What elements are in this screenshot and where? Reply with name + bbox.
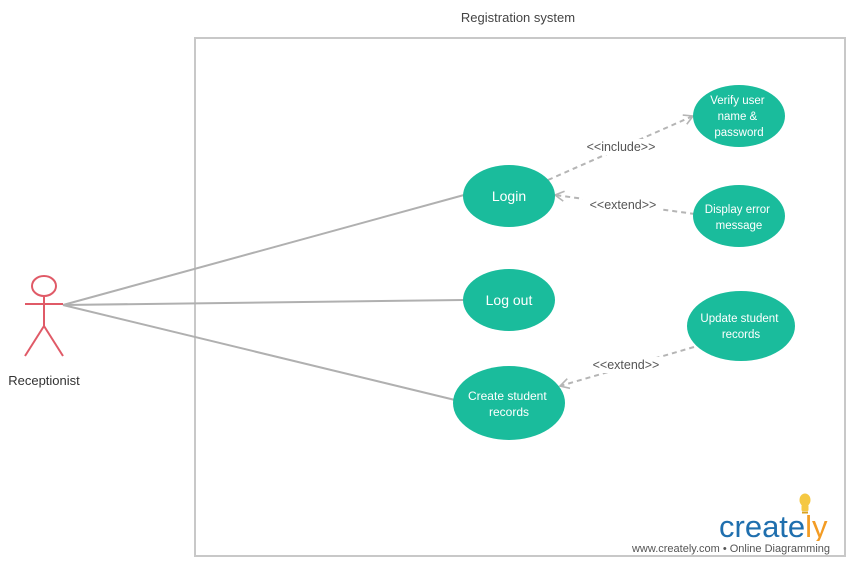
use-case-update-student-records[interactable]: Update student records <box>687 291 795 361</box>
update-records-line-1: Update student <box>700 313 779 325</box>
display-error-line-2: message <box>716 220 763 232</box>
association-login <box>62 194 465 306</box>
actor-receptionist <box>24 275 64 357</box>
use-case-create-student-records[interactable]: Create student records <box>453 366 565 440</box>
use-case-login[interactable]: Login <box>463 165 555 227</box>
extend-error-line <box>553 190 696 215</box>
use-case-logout[interactable]: Log out <box>463 269 555 331</box>
use-case-verify-user[interactable]: Verify user name & password <box>693 85 785 147</box>
actor-right-leg <box>43 325 64 357</box>
create-records-line-1: Create student <box>468 389 547 403</box>
system-boundary <box>194 37 846 557</box>
actor-label: Receptionist <box>8 373 80 388</box>
actor-left-leg <box>24 325 45 357</box>
verify-line-1: Verify user <box>710 95 764 107</box>
lightbulb-icon <box>799 493 811 514</box>
svg-text:Create student records: Create student records <box>468 389 550 419</box>
extend-update-label-bg <box>586 357 666 373</box>
verify-line-3: password <box>714 127 763 139</box>
actor-head <box>31 275 57 297</box>
association-logout <box>62 299 464 306</box>
update-records-line-2: records <box>722 329 761 341</box>
include-label-bg <box>580 139 662 155</box>
extend-error-label-bg <box>583 197 663 213</box>
extend-update-label: <<extend>> <box>593 358 660 372</box>
use-case-login-label: Login <box>492 188 526 204</box>
creately-logo: creately <box>719 493 828 544</box>
use-case-display-error[interactable]: Display error message <box>693 185 785 247</box>
watermark-tagline: www.creately.com • Online Diagramming <box>631 543 830 555</box>
system-title: Registration system <box>461 10 575 25</box>
create-records-line-2: records <box>489 405 529 419</box>
extend-error-label: <<extend>> <box>590 198 657 212</box>
association-create-records <box>62 304 456 401</box>
include-label: <<include>> <box>587 140 656 154</box>
use-case-logout-label: Log out <box>486 292 533 308</box>
svg-text:creately: creately <box>719 509 828 544</box>
svg-text:Verify user name &: Verify user name & password <box>710 95 768 139</box>
verify-line-2: name & <box>718 111 758 123</box>
display-error-line-1: Display error <box>705 204 770 216</box>
logo-text-end: ly <box>805 509 828 544</box>
svg-text:Update student records: Update student records <box>700 313 781 341</box>
tagline-bg <box>620 541 842 555</box>
logo-text-main: create <box>719 509 805 544</box>
svg-text:Display error message: Display error message <box>705 204 773 232</box>
